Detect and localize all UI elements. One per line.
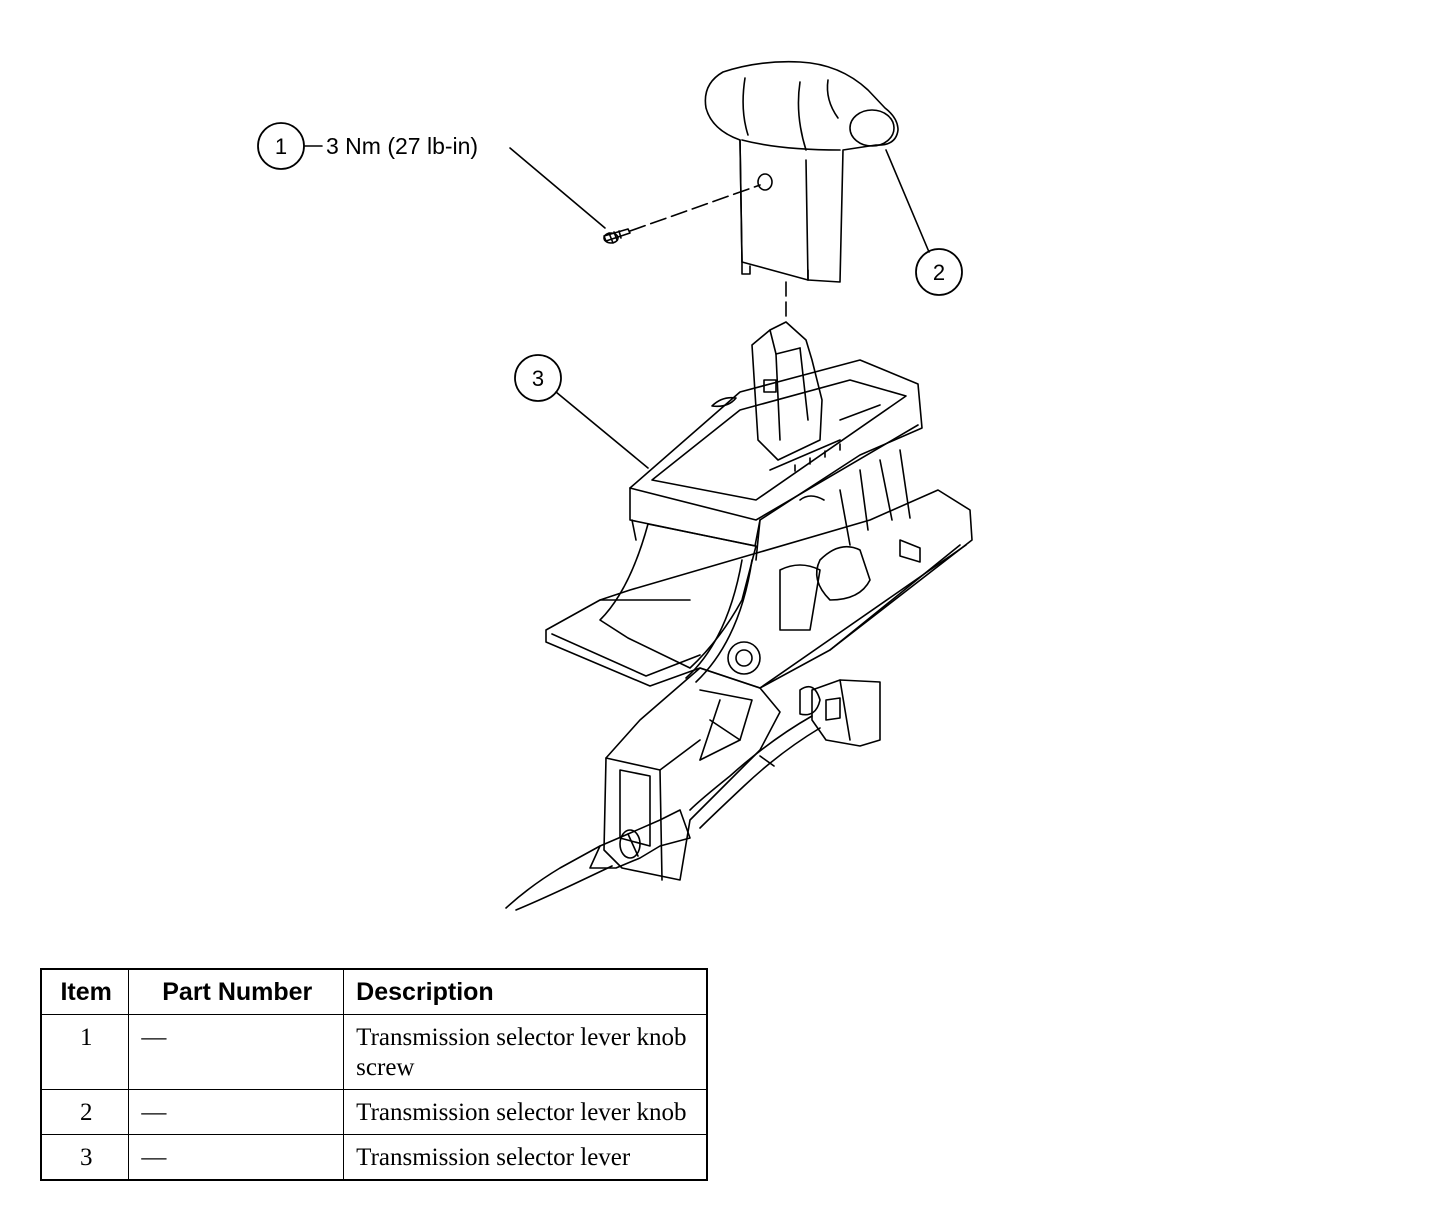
exploded-view-diagram: 1 3 Nm (27 lb-in) 2 3: [257, 60, 973, 911]
header-part-number: Part Number: [128, 968, 345, 1015]
selector-lever-assembly: [505, 321, 973, 911]
leader-line-1: [509, 147, 606, 229]
cell-part-number: —: [128, 1089, 345, 1135]
table-header-row: Item Part Number Description: [40, 968, 708, 1015]
cell-item: 3: [40, 1134, 130, 1181]
callout-1: 1: [257, 122, 323, 170]
header-description: Description: [343, 968, 708, 1015]
cell-description: Transmission selector lever knob: [343, 1089, 708, 1135]
cell-item: 1: [40, 1014, 130, 1090]
torque-spec: 3 Nm (27 lb-in): [326, 133, 478, 159]
table-row: 3 — Transmission selector lever: [40, 1134, 708, 1181]
knob-screw: [603, 184, 761, 244]
table-row: 1 — Transmission selector lever knob scr…: [40, 1014, 708, 1090]
header-item: Item: [40, 968, 130, 1015]
svg-text:1: 1: [275, 134, 287, 159]
parts-table: Item Part Number Description 1 — Transmi…: [40, 968, 708, 1181]
cell-item: 2: [40, 1089, 130, 1135]
cell-description: Transmission selector lever: [343, 1134, 708, 1181]
cell-part-number: —: [128, 1014, 345, 1090]
cell-part-number: —: [128, 1134, 345, 1181]
callout-3: 3: [514, 354, 649, 469]
table-row: 2 — Transmission selector lever knob: [40, 1089, 708, 1135]
selector-lever-knob: [704, 60, 899, 321]
cell-description: Transmission selector lever knob screw: [343, 1014, 708, 1090]
callout-2: 2: [885, 149, 963, 296]
svg-text:3: 3: [532, 366, 544, 391]
svg-text:2: 2: [933, 260, 945, 285]
